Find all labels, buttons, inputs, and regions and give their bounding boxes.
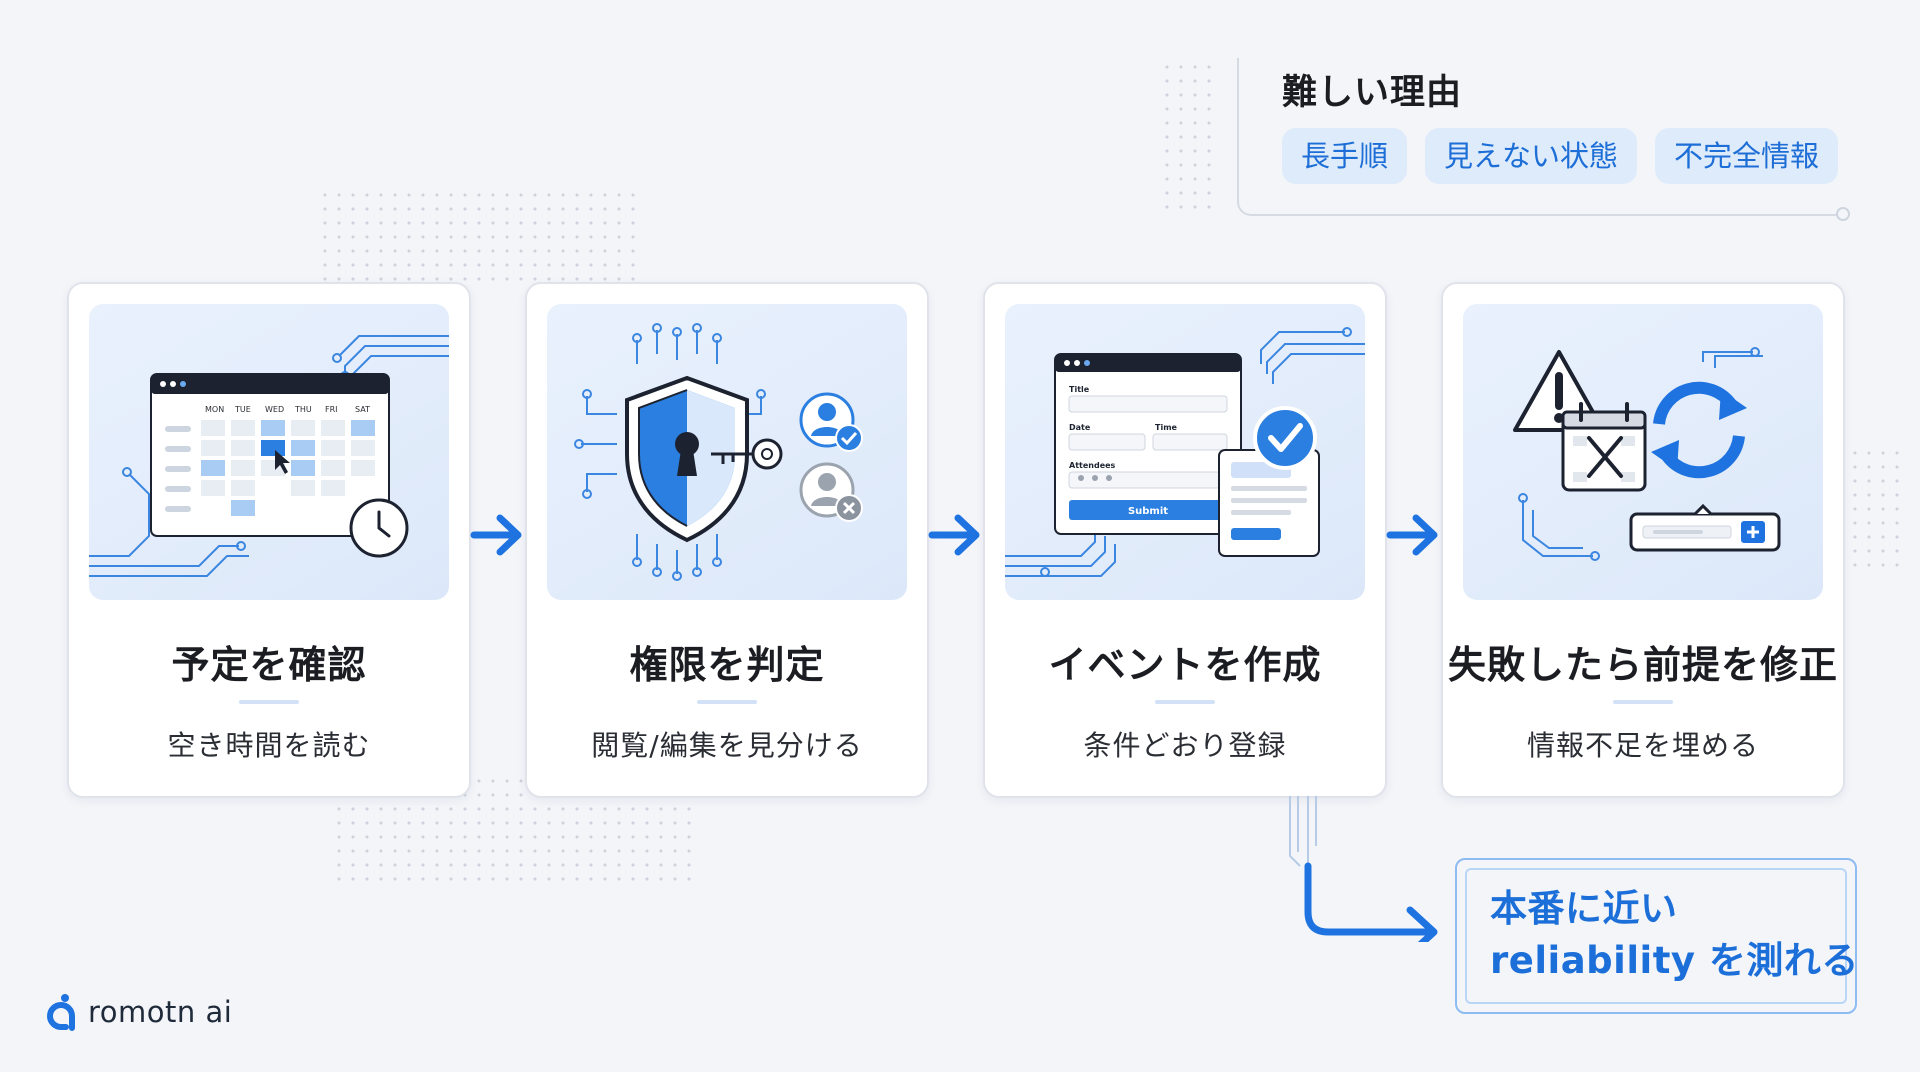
dot-grid-right [1848,446,1904,576]
calendar-day-label: WED [265,405,284,414]
step-card-check-permission: 権限を判定 閲覧/編集を見分ける [525,282,929,798]
form-title-label: Title [1069,385,1090,394]
step-card-create-event: Title Date Time Attendees Submit イベントを作成… [983,282,1387,798]
step-subtitle: 情報不足を埋める [1526,729,1759,762]
calendar-icon: MON TUE WED THU FRI SAT [89,335,449,577]
dot-grid-top-right [1160,60,1216,210]
dot-grid-top-left [318,188,638,288]
step-card-check-schedule: MON TUE WED THU FRI SAT 予定 [67,282,471,798]
brand-logo-text: romotn ai [88,995,233,1029]
result-box [1465,868,1847,1004]
step-title: イベントを作成 [1048,643,1322,687]
step-divider [1613,700,1673,704]
calendar-day-label: MON [205,405,224,414]
warning-refresh-icon [1513,347,1781,561]
reason-chip: 見えない状態 [1425,128,1638,184]
step-subtitle: 条件どおり登録 [1083,729,1287,762]
step-title: 予定を確認 [171,643,367,687]
step-divider [239,700,299,704]
arrow-right-icon [1386,514,1438,556]
fix-illustration [1463,304,1823,600]
calendar-day-label: THU [294,405,312,414]
step-title: 失敗したら前提を修正 [1447,643,1838,687]
result-text: 本番に近い reliability を測れる [1490,883,1859,987]
calendar-illustration: MON TUE WED THU FRI SAT [89,304,449,600]
permission-illustration [547,304,907,600]
event-form-illustration: Title Date Time Attendees Submit [1005,304,1365,600]
reasons-bracket-end [1836,207,1850,221]
form-date-label: Date [1069,423,1091,432]
step-title: 権限を判定 [629,643,825,687]
step-subtitle: 閲覧/編集を見分ける [591,729,863,762]
reason-chip: 長手順 [1282,128,1408,184]
result-line-2: reliability を測れる [1490,939,1859,982]
arrow-right-icon [928,514,980,556]
event-form-icon: Title Date Time Attendees Submit [1005,327,1365,577]
form-attendees-label: Attendees [1069,461,1116,470]
form-submit-label: Submit [1128,506,1168,517]
result-box-frame [1455,858,1857,1014]
result-connector [1289,796,1438,942]
calendar-day-label: TUE [234,405,251,414]
step-divider [697,700,757,704]
reasons-chips: 長手順 見えない状態 不完全情報 [1282,128,1839,184]
result-line-1: 本番に近い [1490,887,1678,930]
calendar-day-label: SAT [355,405,370,414]
arrow-right-icon [470,514,522,556]
form-time-label: Time [1155,423,1178,432]
brand-logo: romotn ai [44,992,232,1032]
reasons-bracket [1237,58,1847,216]
shield-key-icon [574,323,863,581]
step-card-fix-assumptions: 失敗したら前提を修正 情報不足を埋める [1441,282,1845,798]
step-subtitle: 空き時間を読む [167,729,371,762]
calendar-day-label: FRI [325,405,338,414]
reasons-title: 難しい理由 [1282,73,1463,113]
romotn-logo-icon [47,994,75,1031]
reason-chip: 不完全情報 [1655,128,1839,184]
step-divider [1155,700,1215,704]
